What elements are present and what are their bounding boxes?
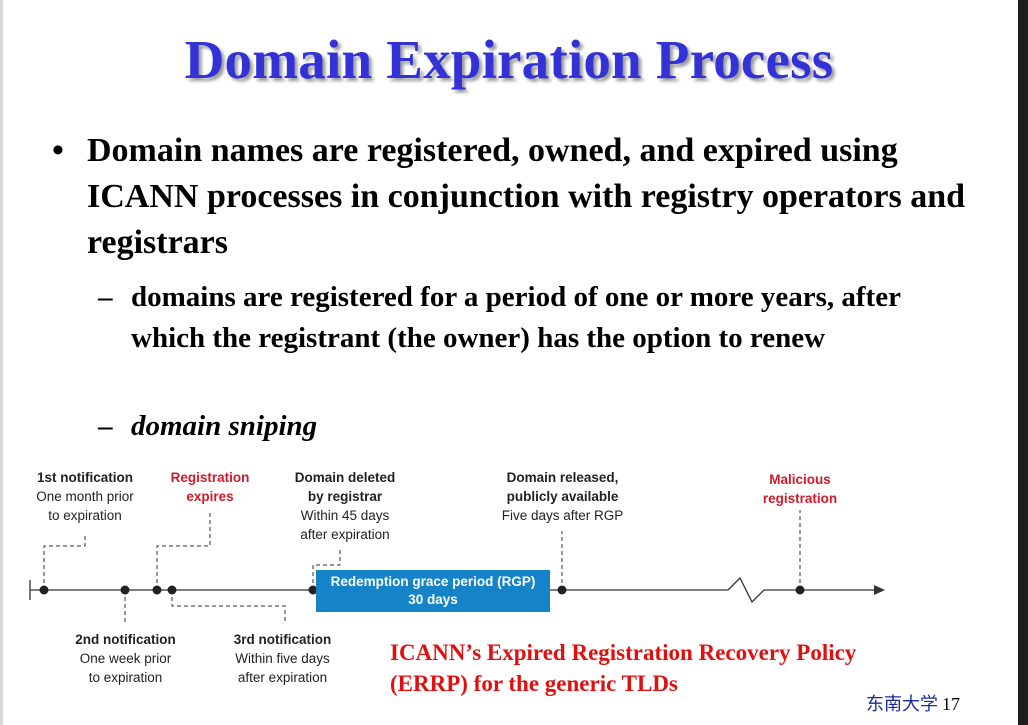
policy-line-2: (ERRP) for the generic TLDs [390, 671, 678, 696]
timeline-event-dots [39, 585, 805, 595]
window-right-edge [1018, 0, 1028, 725]
sub-bullet-marker: – [98, 410, 113, 442]
event-third-notification: 3rd notification Within five days after … [233, 632, 332, 685]
sub-bullet-marker: – [98, 281, 113, 313]
redemption-grace-period-bar: Redemption grace period (RGP) 30 days [316, 570, 550, 612]
slide-title: Domain Expiration Process [184, 29, 834, 90]
event-malicious-registration: Malicious registration [762, 472, 838, 506]
window-left-edge [0, 0, 3, 725]
page-number: 17 [942, 694, 960, 714]
event-registration-expires: Registration expires [170, 470, 250, 504]
event-second-notification: 2nd notification One week prior to expir… [75, 632, 176, 685]
event-domain-deleted: Domain deleted by registrar Within 45 da… [294, 470, 396, 542]
main-bullet-text: Domain names are registered, owned, and … [87, 132, 966, 261]
rgp-label: Redemption grace period (RGP) [330, 574, 536, 589]
school-name: 东南大学 [866, 694, 938, 714]
event-first-notification: 1st notification One month prior to expi… [36, 470, 134, 523]
rgp-duration: 30 days [408, 592, 458, 607]
policy-line-1: ICANN’s Expired Registration Recovery Po… [390, 640, 857, 665]
timeline-arrowhead [874, 585, 885, 595]
sub-bullet-text: domain sniping [131, 410, 318, 442]
errp-policy-note: ICANN’s Expired Registration Recovery Po… [390, 637, 950, 699]
bullet-marker: • [52, 132, 64, 169]
event-domain-released: Domain released, publicly available Five… [501, 470, 624, 523]
timeline-connectors [43, 510, 801, 622]
sub-bullet-text: domains are registered for a period of o… [131, 281, 901, 354]
